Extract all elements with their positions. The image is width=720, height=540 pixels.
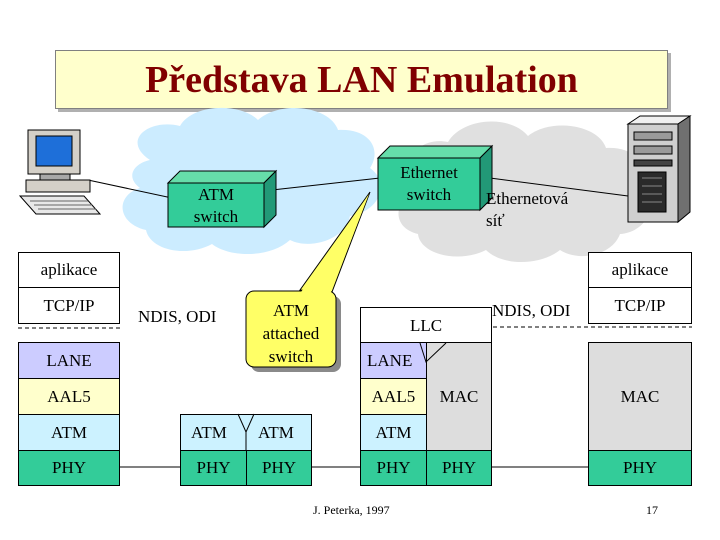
right-aplikace: aplikace — [588, 252, 692, 288]
left-aplikace: aplikace — [18, 252, 120, 288]
ethernet-net-label: Ethernetová síť — [486, 189, 569, 230]
ethernet-switch-box — [376, 144, 494, 212]
right-phy: PHY — [588, 450, 692, 486]
title-box: Představa LAN Emulation — [55, 50, 668, 109]
page-title: Představa LAN Emulation — [145, 58, 578, 101]
atm-switch-box — [166, 169, 278, 229]
server-tower-icon — [626, 115, 692, 224]
right-tcpip: TCP/IP — [588, 287, 692, 324]
bridge-aal5: AAL5 — [360, 378, 427, 415]
footer-author: J. Peterka, 1997 — [313, 503, 390, 517]
left-atm: ATM — [18, 414, 120, 451]
switch-atm-right: ATM — [258, 423, 294, 442]
atm-switch-label: ATM switch — [193, 185, 239, 226]
left-tcpip: TCP/IP — [18, 287, 120, 324]
bridge-llc: LLC — [360, 307, 492, 343]
ethernet-switch-label: Ethernet switch — [400, 163, 458, 204]
left-lane: LANE — [18, 342, 120, 379]
bridge-phy-left: PHY — [360, 450, 427, 486]
link-atm-eth — [271, 177, 381, 191]
bridge-phy-right: PHY — [426, 450, 492, 486]
switch-phy-left: PHY — [180, 450, 247, 486]
link-eth-server — [489, 177, 629, 197]
bridge-atm: ATM — [360, 414, 427, 451]
footer-page-number: 17 — [646, 503, 658, 517]
right-mac: MAC — [588, 342, 692, 451]
ndis-odi-left: NDIS, ODI — [138, 307, 217, 326]
callout-label: ATM attached switch — [262, 301, 320, 366]
left-aal5: AAL5 — [18, 378, 120, 415]
left-phy: PHY — [18, 450, 120, 486]
switch-phy-right: PHY — [246, 450, 312, 486]
desktop-computer-icon — [18, 129, 102, 215]
link-pc-atm — [87, 179, 173, 199]
callout-bubble — [245, 191, 371, 372]
switch-atm-left: ATM — [191, 423, 227, 442]
ndis-odi-right: NDIS, ODI — [492, 301, 571, 320]
bridge-lane: LANE — [360, 342, 427, 379]
bridge-mac: MAC — [426, 342, 492, 451]
